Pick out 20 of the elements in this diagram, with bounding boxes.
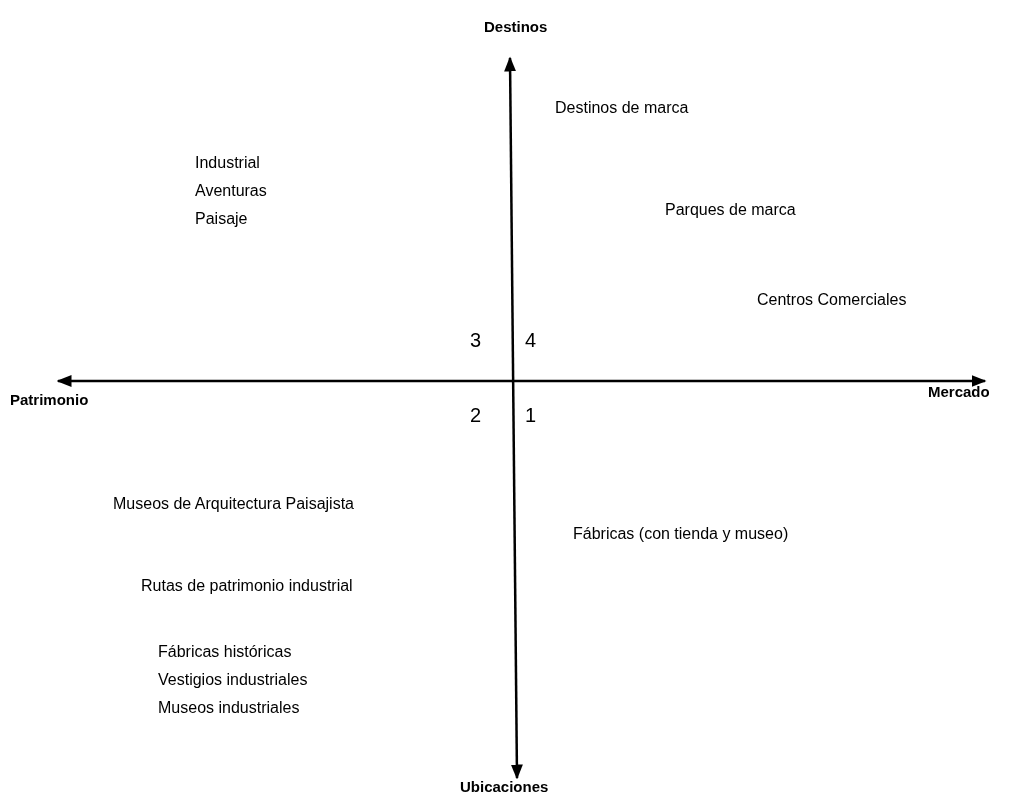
quadrant-number: 4: [525, 328, 537, 352]
quadrant-item: Parques de marca: [665, 200, 796, 220]
quadrant-number: 1: [525, 403, 537, 427]
quadrant-item: Museos de Arquitectura Paisajista: [113, 494, 354, 514]
axis-label: Destinos: [484, 18, 548, 36]
quadrant-item: Fábricas (con tienda y museo): [573, 524, 789, 544]
quadrant-item: Vestigios industriales: [158, 670, 308, 690]
quadrant-number: 3: [470, 328, 482, 352]
axis-label: Patrimonio: [10, 391, 89, 409]
quadrant-item: Rutas de patrimonio industrial: [141, 576, 353, 596]
quadrant-item: Centros Comerciales: [757, 290, 907, 310]
quadrant-item: Industrial: [195, 153, 260, 173]
quadrant-item: Destinos de marca: [555, 98, 689, 118]
axis-label: Ubicaciones: [460, 778, 549, 796]
quadrant-item: Aventuras: [195, 181, 267, 201]
quadrant-item: Paisaje: [195, 209, 248, 229]
axis-label: Mercado: [928, 383, 990, 401]
quadrant-item: Museos industriales: [158, 698, 300, 718]
quadrant-number: 2: [470, 403, 482, 427]
quadrant-item: Fábricas históricas: [158, 642, 292, 662]
